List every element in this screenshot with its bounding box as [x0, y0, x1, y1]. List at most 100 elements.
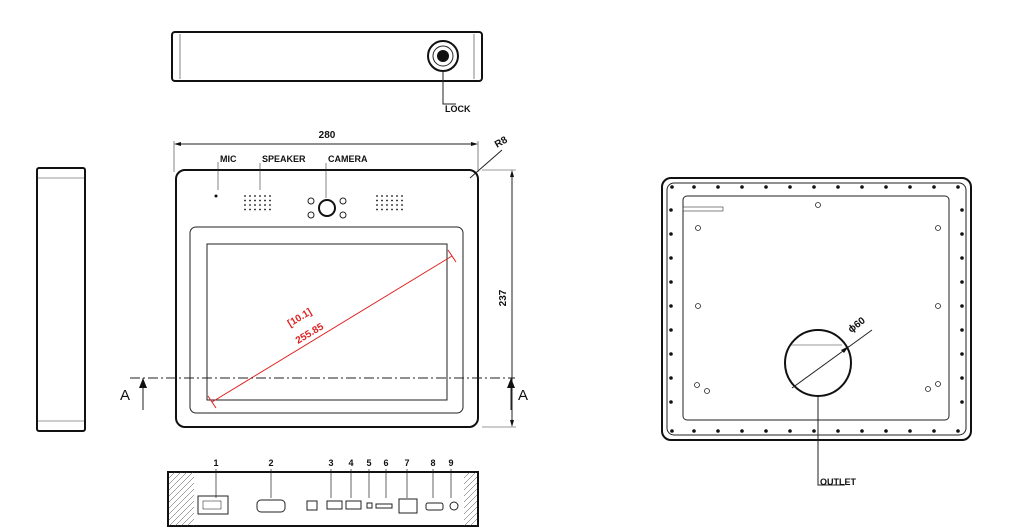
bolt: [692, 429, 696, 433]
port-1-power: [197, 495, 229, 515]
bolt: [960, 352, 964, 356]
grille-dot: [381, 195, 383, 197]
bolt: [670, 185, 674, 189]
outlet-diameter-line: [791, 329, 873, 389]
grille-dot: [249, 195, 251, 197]
screen-display: [206, 243, 448, 401]
outlet-label: OUTLET: [820, 477, 856, 487]
grille-dot: [401, 208, 403, 211]
bolt: [669, 400, 673, 404]
grille-dot: [244, 195, 246, 197]
hatch-line: [168, 494, 195, 521]
bolt: [884, 185, 888, 189]
bolt: [740, 429, 744, 433]
grille-dot: [391, 195, 393, 197]
grille-dot: [396, 208, 398, 211]
bolt: [960, 328, 964, 332]
hatch-line: [192, 524, 195, 527]
speaker-grille-left: [244, 195, 271, 211]
section-marker-left: A: [120, 387, 130, 404]
bolt: [764, 429, 768, 433]
mount-hole: [695, 303, 701, 309]
grille-dot: [244, 204, 246, 206]
hatch-line: [168, 471, 182, 485]
bolt: [669, 256, 673, 260]
hatch-line: [463, 482, 478, 497]
bolt: [932, 429, 936, 433]
section-marker-right: A: [518, 387, 528, 404]
diagonal-dimension-line: [211, 255, 453, 403]
bolt: [669, 352, 673, 356]
grille-dot: [254, 199, 256, 202]
hatch-line: [180, 512, 195, 527]
grille-dot: [381, 208, 383, 211]
bolt: [669, 304, 673, 308]
port-number-2: 2: [268, 458, 273, 468]
bolt: [669, 208, 673, 212]
grille-dot: [259, 199, 261, 202]
grille-dot: [259, 204, 261, 206]
rear-label-strip: [682, 206, 724, 212]
grille-dot: [264, 204, 266, 206]
hatch-line: [463, 506, 478, 521]
port-number-5: 5: [366, 458, 371, 468]
hatch-line: [469, 518, 478, 527]
hatch-line: [168, 488, 195, 515]
grille-dot: [259, 208, 261, 211]
bolt: [836, 429, 840, 433]
top-view: LOCK: [171, 31, 483, 114]
grille-dot: [254, 204, 256, 206]
camera-lens: [318, 199, 336, 217]
grille-dot: [376, 204, 378, 206]
port-6-card-slot: [375, 503, 393, 509]
hatch-line: [463, 488, 478, 503]
bolt: [860, 185, 864, 189]
bolt: [956, 185, 960, 189]
grille-dot: [396, 199, 398, 202]
grille-dot: [391, 208, 393, 211]
bolt: [960, 256, 964, 260]
rear-mounting-bolts: [669, 185, 964, 433]
port-number-7: 7: [404, 458, 409, 468]
bolt: [960, 280, 964, 284]
grille-dot: [249, 204, 251, 206]
mount-hole: [935, 225, 941, 231]
bolt: [764, 185, 768, 189]
mount-hole: [925, 386, 931, 392]
port-number-3: 3: [328, 458, 333, 468]
hatch-line: [168, 500, 195, 527]
port-3-usb: [326, 500, 343, 510]
outlet-leader: [817, 396, 845, 486]
grille-dot: [259, 195, 261, 197]
mount-hole: [704, 388, 710, 394]
bolt: [788, 429, 792, 433]
grille-dot: [244, 208, 246, 211]
radius-dimension: R8: [493, 134, 510, 150]
lock-leader: [442, 71, 456, 105]
grille-dot: [269, 204, 271, 206]
grille-dot: [391, 204, 393, 206]
grille-dot: [386, 199, 388, 202]
bolt: [716, 429, 720, 433]
grille-dot: [376, 199, 378, 202]
grille-dot: [269, 199, 271, 202]
hatch-line: [463, 500, 478, 515]
port-8-hdmi: [425, 502, 444, 511]
rear-outer-frame: [661, 177, 972, 441]
mount-hole: [935, 381, 941, 387]
screen-frame: [189, 226, 464, 414]
speaker-label: SPEAKER: [262, 154, 306, 164]
grille-dot: [386, 204, 388, 206]
speaker-grille-right: [376, 195, 403, 211]
grille-dot: [396, 204, 398, 206]
port-number-4: 4: [348, 458, 353, 468]
bolt: [908, 185, 912, 189]
bolt: [960, 304, 964, 308]
port-9-audio: [449, 501, 459, 511]
grille-dot: [401, 204, 403, 206]
bolt: [908, 429, 912, 433]
grille-dot: [376, 208, 378, 211]
hatch-line: [463, 512, 478, 527]
top-view-body: [171, 31, 483, 82]
